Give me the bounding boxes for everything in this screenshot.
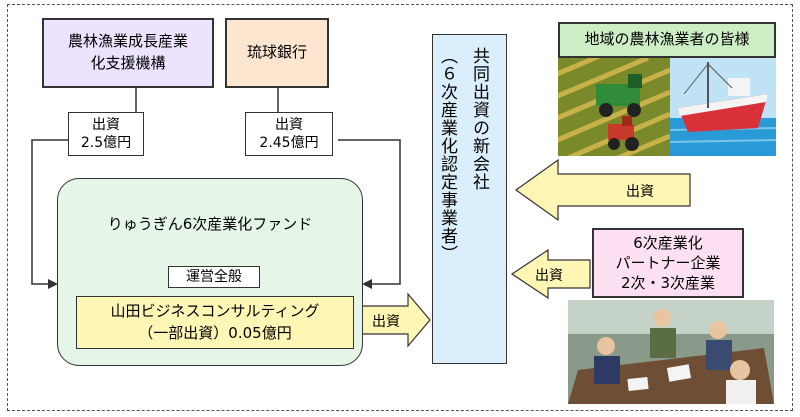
agency-name-line2: 化支援機構 bbox=[90, 54, 166, 72]
person-icon bbox=[730, 360, 750, 380]
fund-to-jv-arrow bbox=[355, 292, 431, 348]
joint-venture-name: 共同出資の新会社 bbox=[469, 47, 489, 191]
joint-venture-type: （６次産業化認定事業者） bbox=[437, 47, 457, 263]
agency-name-line1: 農林漁業成長産業 bbox=[67, 32, 188, 51]
partners-line1: 6次産業化 bbox=[633, 233, 703, 252]
farmers-title-box: 地域の農林漁業者の皆様 bbox=[558, 22, 776, 58]
bank-investment-word: 出資 bbox=[275, 116, 303, 133]
partners-illustration bbox=[568, 300, 774, 404]
agency-to-fund-line bbox=[31, 139, 68, 285]
partners-line3: 2次・3次産業 bbox=[620, 274, 716, 293]
partners-line2: パートナー企業 bbox=[615, 253, 721, 272]
person-icon bbox=[597, 337, 615, 355]
fund-to-jv-label: 出資 bbox=[372, 314, 400, 330]
operation-label: 運営全般 bbox=[168, 266, 260, 288]
operator-name: 山田ビジネスコンサルティング bbox=[110, 301, 320, 320]
farmers-to-jv-label: 出資 bbox=[626, 184, 654, 200]
partners-to-jv-label: 出資 bbox=[535, 268, 563, 284]
bank-investment-label: 出資 2.45億円 bbox=[245, 112, 333, 156]
farmers-to-jv-arrow bbox=[514, 158, 691, 222]
dashed-frame bbox=[7, 4, 793, 411]
agency-box: 農林漁業成長産業 化支援機構 bbox=[42, 18, 214, 88]
agency-investment-amount: 2.5億円 bbox=[80, 135, 132, 151]
farmers-illustration bbox=[558, 58, 776, 156]
operator-box: 山田ビジネスコンサルティング （一部出資）0.05億円 bbox=[76, 296, 354, 349]
agency-investment-word: 出資 bbox=[92, 116, 120, 133]
harvester-icon bbox=[596, 84, 640, 106]
farmers-title: 地域の農林漁業者の皆様 bbox=[584, 30, 750, 49]
person-icon bbox=[653, 309, 671, 327]
tractor-icon bbox=[608, 124, 634, 140]
bank-box: 琉球銀行 bbox=[225, 18, 329, 88]
partners-box: 6次産業化 パートナー企業 2次・3次産業 bbox=[592, 228, 744, 298]
person-icon bbox=[709, 321, 727, 339]
bank-investment-amount: 2.45億円 bbox=[259, 135, 319, 151]
joint-venture-box: 共同出資の新会社 （６次産業化認定事業者） bbox=[432, 34, 507, 364]
agency-arrowhead bbox=[48, 279, 58, 289]
bank-arrowhead bbox=[362, 279, 372, 289]
fund-title: りゅうぎん6次産業化ファンド bbox=[107, 215, 313, 233]
bank-to-fund-line bbox=[338, 139, 401, 285]
operator-investment: （一部出資）0.05億円 bbox=[138, 323, 292, 342]
agency-investment-label: 出資 2.5億円 bbox=[68, 112, 144, 156]
bank-name: 琉球銀行 bbox=[246, 43, 307, 62]
partners-to-jv-arrow bbox=[510, 248, 591, 300]
